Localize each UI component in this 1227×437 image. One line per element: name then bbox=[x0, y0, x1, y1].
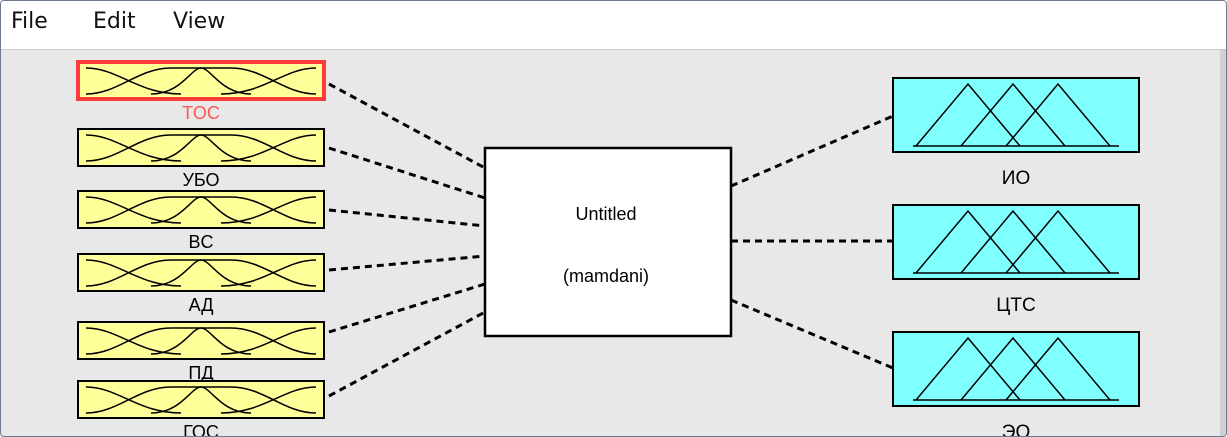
membership-curve bbox=[150, 386, 252, 414]
input-variable-4[interactable]: АД bbox=[77, 253, 325, 315]
membership-curve bbox=[150, 327, 252, 355]
output-variable-2[interactable]: ЦТС bbox=[892, 204, 1140, 316]
output-mf-box[interactable] bbox=[892, 77, 1140, 153]
output-variable-label: ИО bbox=[1002, 168, 1030, 189]
input-variable-label: TOC bbox=[182, 103, 220, 123]
membership-curve bbox=[220, 259, 317, 287]
connection-lines bbox=[328, 82, 894, 398]
output-variable-label: ЦТС bbox=[996, 295, 1035, 316]
input-variable-5[interactable]: ПД bbox=[77, 321, 325, 383]
connection-line-input-1 bbox=[328, 82, 486, 170]
system-name: Untitled bbox=[575, 204, 636, 224]
triangular-mf bbox=[915, 209, 1021, 274]
membership-curve bbox=[220, 386, 317, 414]
membership-curve bbox=[220, 196, 317, 224]
input-variable-label: ПД bbox=[188, 363, 213, 383]
input-variable-label: УБО bbox=[182, 170, 219, 190]
triangular-mf bbox=[960, 82, 1066, 147]
menu-bar: File Edit View bbox=[1, 1, 1226, 50]
triangular-mf bbox=[1005, 209, 1111, 274]
connection-line-input-6 bbox=[328, 310, 486, 398]
triangular-mf bbox=[915, 336, 1021, 401]
connection-line-input-2 bbox=[328, 146, 486, 200]
membership-curve bbox=[150, 67, 252, 95]
input-variable-2[interactable]: УБО bbox=[77, 128, 325, 190]
system-type: (mamdani) bbox=[563, 266, 649, 286]
triangular-mf bbox=[915, 82, 1021, 147]
membership-curve bbox=[220, 134, 317, 162]
fis-system-block[interactable]: Untitled (mamdani) bbox=[483, 146, 733, 338]
connection-line-output-1 bbox=[730, 114, 894, 188]
fis-diagram-canvas: TOC УБО BC АД ПД ГОС Untitled (mamdani) ИО ЦТС… bbox=[76, 60, 1140, 436]
input-variable-label: BC bbox=[188, 232, 213, 252]
input-variable-6[interactable]: ГОС bbox=[77, 380, 325, 436]
membership-curve bbox=[150, 259, 252, 287]
output-variable-label: ЭО bbox=[1002, 422, 1030, 436]
output-mf-box[interactable] bbox=[892, 331, 1140, 407]
input-variable-label: ГОС bbox=[183, 422, 219, 436]
connection-line-input-5 bbox=[328, 282, 486, 334]
system-box[interactable] bbox=[483, 146, 733, 338]
triangular-mf bbox=[960, 209, 1066, 274]
input-variable-1[interactable]: TOC bbox=[76, 60, 326, 123]
input-variable-3[interactable]: BC bbox=[77, 190, 325, 252]
input-variable-label: АД bbox=[189, 295, 214, 315]
triangular-mf bbox=[1005, 82, 1111, 147]
membership-curve bbox=[220, 67, 317, 95]
triangular-mf bbox=[1005, 336, 1111, 401]
menu-file[interactable]: File bbox=[11, 9, 48, 34]
output-variable-3[interactable]: ЭО bbox=[892, 331, 1140, 436]
membership-curve bbox=[150, 196, 252, 224]
connection-line-input-4 bbox=[328, 254, 486, 272]
membership-curve bbox=[220, 327, 317, 355]
menu-view[interactable]: View bbox=[173, 9, 226, 34]
membership-curve bbox=[150, 134, 252, 162]
triangular-mf bbox=[960, 336, 1066, 401]
connection-line-output-3 bbox=[730, 298, 894, 370]
output-variable-1[interactable]: ИО bbox=[892, 77, 1140, 189]
window-right-edge bbox=[1220, 50, 1226, 436]
connection-line-input-3 bbox=[328, 208, 486, 228]
output-mf-box[interactable] bbox=[892, 204, 1140, 280]
menu-edit[interactable]: Edit bbox=[93, 9, 136, 34]
